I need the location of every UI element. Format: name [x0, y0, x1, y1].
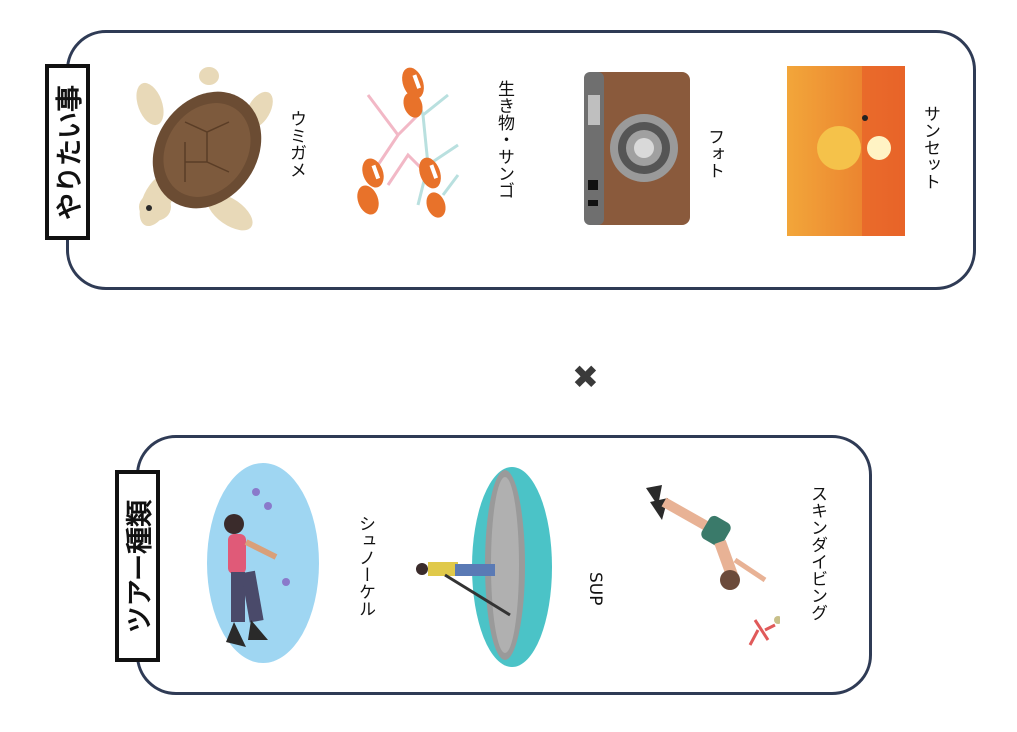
tour-types-title: ツアー種類 [125, 499, 157, 633]
tour-types-title-tag: ツアー種類 [115, 470, 160, 662]
item-label-snorkel: シュノーケル [355, 515, 375, 617]
item-label-skin-diving: スキンダイビング [807, 485, 827, 621]
paddleboard-icon [416, 467, 552, 667]
item-label-sunset: サンセット [920, 105, 940, 190]
wish-list-title: やりたい事 [55, 84, 86, 220]
multiply-operator-icon: ✖ [572, 358, 599, 396]
item-label-photo: フォト [704, 128, 724, 179]
clownfish-coral-icon [357, 67, 460, 218]
snorkeler-icon [207, 463, 319, 663]
item-label-sup: SUP [585, 572, 605, 606]
skin-diver-icon [646, 485, 780, 646]
wish-list-title-tag: やりたい事 [45, 64, 90, 240]
sunset-icon [787, 66, 905, 236]
sea-turtle-icon [136, 67, 273, 231]
item-label-sea-life-coral: 生き物・サンゴ [494, 80, 514, 199]
camera-icon [584, 72, 690, 225]
item-label-sea-turtle: ウミガメ [286, 110, 306, 178]
